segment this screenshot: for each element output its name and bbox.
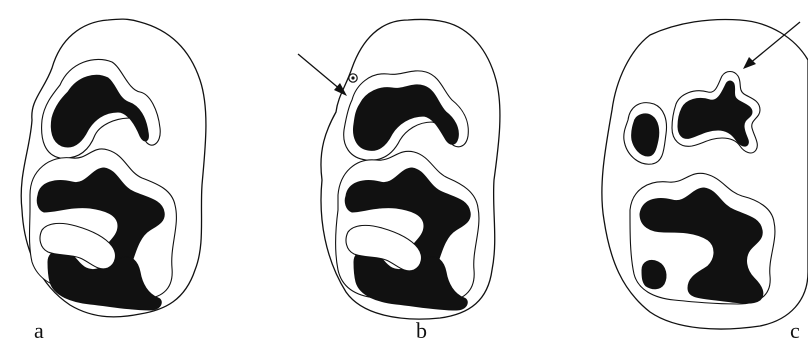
panel-a-tooth xyxy=(21,19,206,317)
panel-c-tooth xyxy=(602,20,808,330)
panel-b-tooth xyxy=(298,19,500,319)
panel-b-arrow-line xyxy=(298,54,341,90)
panel-b-label: b xyxy=(416,320,427,342)
panel-c-dentine-back-small xyxy=(642,260,666,288)
panel-b-ring-dot xyxy=(351,76,354,79)
panel-a-label: a xyxy=(34,320,44,342)
panel-c-label: c xyxy=(790,320,800,342)
